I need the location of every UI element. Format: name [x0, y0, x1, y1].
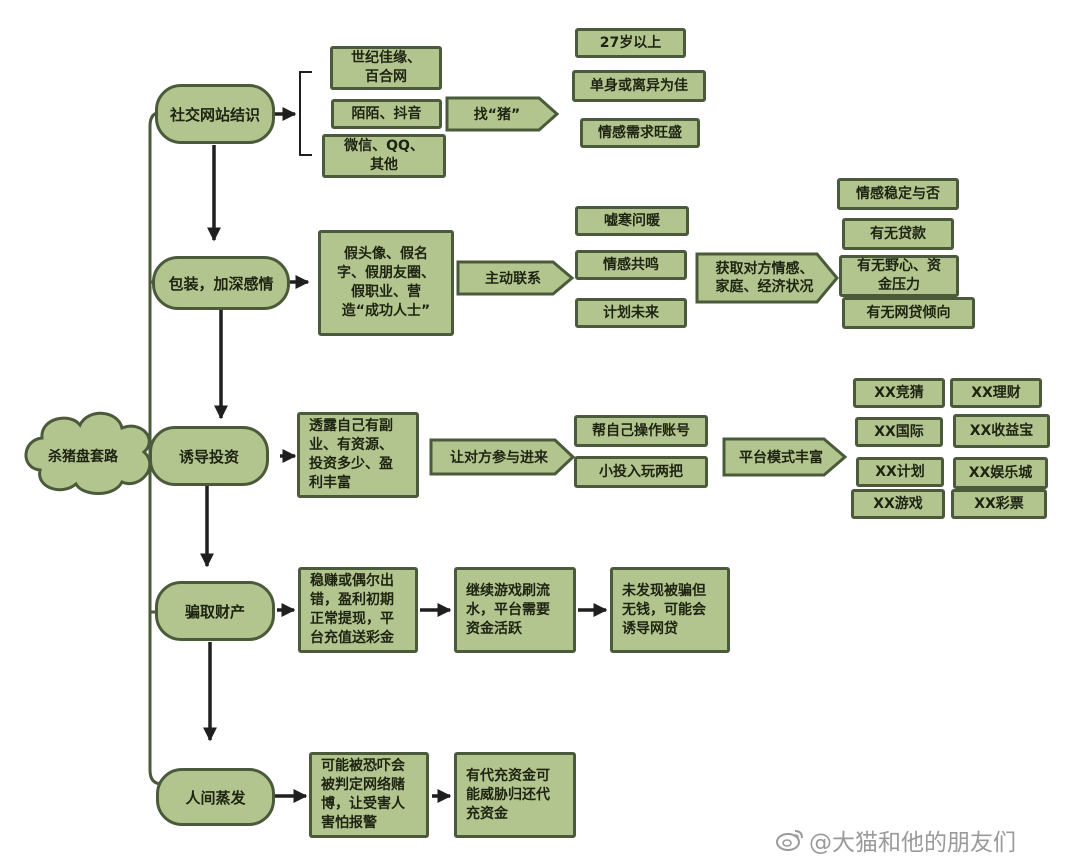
- invest-reveal: 透露自己有副 业、有资源、 投资多少、盈 利丰富: [297, 412, 419, 498]
- action-future: 计划未来: [575, 298, 687, 328]
- check-loans: 有无贷款: [842, 218, 954, 250]
- stage-vanish: 人间蒸发: [156, 768, 275, 826]
- root-cloud: [24, 411, 152, 495]
- find-pig-label: 找“猪”: [473, 107, 521, 123]
- action-resonance: 情感共鸣: [575, 250, 687, 280]
- criteria-single: 单身或离异为佳: [572, 70, 706, 102]
- root-label: 杀猪盘套路: [48, 449, 118, 465]
- find-pig-chevron: [445, 96, 560, 132]
- contact-chevron: [456, 260, 575, 296]
- bracket-platforms: [299, 71, 312, 156]
- platform-momo: 陌陌、抖音: [331, 99, 442, 129]
- stage-social: 社交网站结识: [155, 84, 275, 144]
- defraud-step-keep-playing: 继续游戏刷流 水，平台需要 资金活跃: [454, 567, 576, 653]
- stage-defraud: 骗取财产: [155, 581, 275, 641]
- weibo-logo-icon: [776, 830, 803, 851]
- platform-chevron: [722, 437, 848, 477]
- package-fake-profile: 假头像、假名 字、假朋友圈、 假职业、营 造“成功人士”: [318, 230, 454, 336]
- platform-xx-plan: XX计划: [856, 457, 944, 487]
- vanish-step-repay: 有代充资金可 能威胁归还代 充资金: [454, 752, 576, 838]
- platform-xx-guess: XX竞猜: [853, 378, 945, 408]
- criteria-age: 27岁以上: [575, 28, 686, 58]
- stage-package: 包装，加深感情: [152, 256, 290, 310]
- obtain-chevron: [695, 252, 839, 304]
- way-small-invest: 小投入玩两把: [574, 456, 708, 488]
- watermark-text: @大猫和他的朋友们: [809, 830, 1016, 856]
- action-care: 嘘寒问暖: [575, 206, 689, 236]
- check-ambition: 有无野心、资 金压力: [839, 255, 959, 297]
- platform-label: 平台模式丰富: [739, 450, 823, 466]
- platform-xx-casino: XX娱乐城: [953, 457, 1048, 489]
- way-operate-account: 帮自己操作账号: [574, 415, 708, 447]
- vanish-step-threaten: 可能被恐吓会 被判定网络赌 博，让受害人 害怕报警: [309, 752, 429, 838]
- defraud-step-early-profit: 稳赚或偶尔出 错，盈利初期 正常提现，平 台充值送彩金: [298, 567, 418, 653]
- defraud-step-online-loan: 未发现被骗但 无钱，可能会 诱导网贷: [610, 567, 730, 653]
- participate-label: 让对方参与进来: [450, 450, 548, 466]
- weibo-watermark: @大猫和他的朋友们: [775, 822, 1075, 858]
- stage-invest: 诱导投资: [149, 426, 269, 486]
- platform-wechat: 微信、QQ、 其他: [322, 134, 446, 178]
- criteria-emotion: 情感需求旺盛: [580, 118, 700, 148]
- participate-chevron: [429, 438, 576, 476]
- check-online-loans: 有无网贷倾向: [842, 297, 975, 329]
- platform-jiayuan: 世纪佳缘、 百合网: [330, 46, 442, 90]
- contact-label: 主动联系: [485, 271, 541, 287]
- platform-xx-lottery: XX彩票: [951, 489, 1047, 519]
- obtain-label: 获取对方情感、 家庭、经济状况: [715, 261, 814, 295]
- platform-xx-yield: XX收益宝: [953, 414, 1050, 448]
- platform-xx-game: XX游戏: [851, 489, 945, 519]
- platform-xx-finance: XX理财: [950, 378, 1042, 408]
- platform-xx-international: XX国际: [855, 417, 943, 447]
- check-stability: 情感稳定与否: [837, 178, 959, 210]
